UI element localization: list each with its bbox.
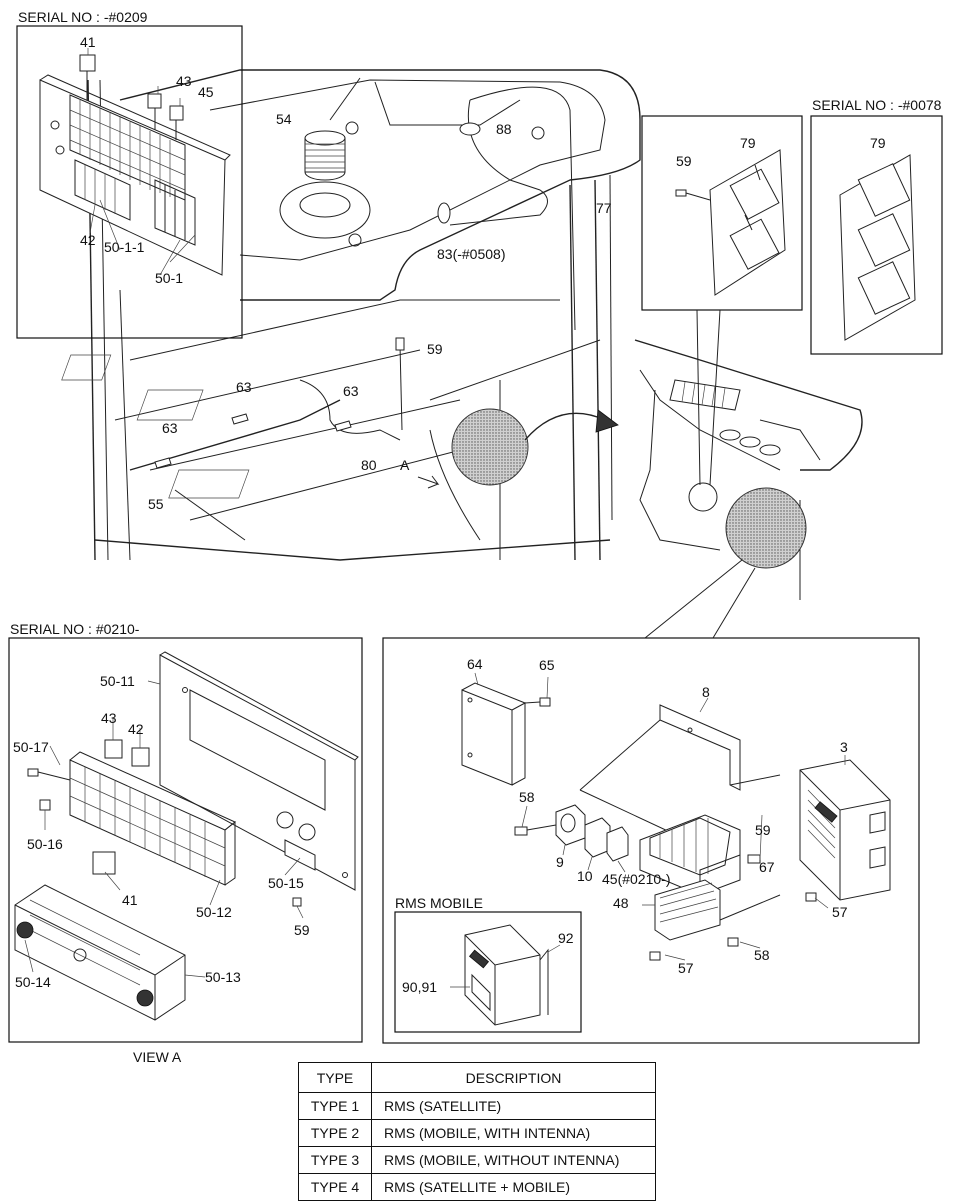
part-label: 55: [148, 496, 164, 512]
relay-41-late: [92, 851, 116, 875]
detail-box-fusebox-late: [8, 637, 363, 1043]
part-label: 42: [128, 721, 144, 737]
table-row: TYPE 4 RMS (SATELLITE + MOBILE): [298, 1173, 656, 1201]
part-label: 65: [539, 657, 555, 673]
relay-42-late: [131, 747, 150, 767]
relay-45: [606, 826, 629, 862]
part-label: 79: [870, 135, 886, 151]
table-header-description: DESCRIPTION: [371, 1062, 656, 1093]
arrow-a-label: A: [400, 457, 410, 473]
relay-9: [555, 804, 586, 846]
description-cell: RMS (MOBILE, WITHOUT INTENNA): [371, 1146, 656, 1174]
rms-type-table: TYPE DESCRIPTION TYPE 1 RMS (SATELLITE) …: [298, 1062, 656, 1201]
detail-box-controller-mid: [641, 115, 803, 311]
type-cell: TYPE 1: [298, 1092, 372, 1120]
relay-10: [584, 817, 611, 858]
part-label: 54: [276, 111, 292, 127]
fuse-block-42: [69, 94, 186, 201]
detail-box-controller-early: [810, 115, 943, 355]
part-label: 59: [676, 153, 692, 169]
part-label: 63: [162, 420, 178, 436]
part-label: 48: [613, 895, 629, 911]
relay-43-late: [104, 739, 123, 759]
part-label: 77: [596, 200, 612, 216]
part-label: 50-16: [27, 836, 63, 852]
part-label: 50-11: [100, 673, 135, 689]
type-cell: TYPE 4: [298, 1173, 372, 1201]
description-cell: RMS (MOBILE, WITH INTENNA): [371, 1119, 656, 1147]
part-label: 63: [236, 379, 252, 395]
part-label: 9: [556, 854, 564, 870]
part-label: 43: [176, 73, 192, 89]
relay-45-early: [169, 105, 184, 140]
part-label: 59: [427, 341, 443, 357]
part-label: 63: [343, 383, 359, 399]
part-label: 42: [80, 232, 96, 248]
type-cell: TYPE 2: [298, 1119, 372, 1147]
part-label: 58: [754, 947, 770, 963]
fuse-block-50-12: [69, 751, 236, 886]
part-label: 50-1-1: [104, 239, 145, 255]
part-label: 8: [702, 684, 710, 700]
part-label: 88: [496, 121, 512, 137]
rms-satellite-3: [799, 759, 891, 901]
part-label: 10: [577, 868, 593, 884]
rms-unit-64: [461, 682, 527, 786]
description-cell: RMS (SATELLITE): [371, 1092, 656, 1120]
part-label: 67: [759, 859, 775, 875]
part-label: 41: [122, 892, 138, 908]
part-label: 64: [467, 656, 483, 672]
detail-box-rms: [382, 559, 920, 1044]
part-label: 50-14: [15, 974, 51, 990]
beacon-lamp-54: [304, 130, 346, 181]
rms-mobile-caption: RMS MOBILE: [395, 895, 483, 911]
part-label: 59: [755, 822, 771, 838]
table-header-type: TYPE: [298, 1062, 372, 1093]
caption-labels: VIEW A RMS MOBILE A: [133, 457, 483, 1065]
part-label: 41: [80, 34, 96, 50]
part-label: 59: [294, 922, 310, 938]
relay-41-early: [79, 54, 96, 100]
type-cell: TYPE 3: [298, 1146, 372, 1174]
part-label: 79: [740, 135, 756, 151]
serial-label-lower-left: SERIAL NO : #0210-: [10, 621, 140, 637]
cab-rear-view: [634, 309, 863, 600]
view-a-caption: VIEW A: [133, 1049, 182, 1065]
serial-label-top-right: SERIAL NO : -#0078: [812, 97, 942, 113]
part-label: 50-12: [196, 904, 232, 920]
part-label: 50-17: [13, 739, 49, 755]
table-row: TYPE 2 RMS (MOBILE, WITH INTENNA): [298, 1119, 656, 1147]
table-row: TYPE 3 RMS (MOBILE, WITHOUT INTENNA): [298, 1146, 656, 1174]
part-label: 45: [198, 84, 214, 100]
part-label: 92: [558, 930, 574, 946]
relay-43-early: [147, 93, 162, 130]
detail-box-fusebox-early: [16, 25, 243, 339]
part-label: 50-13: [205, 969, 241, 985]
part-label: 3: [840, 739, 848, 755]
fuse-cover-50-13: [14, 884, 186, 1021]
part-label: 50-1: [155, 270, 183, 286]
terminal-block-48: [654, 879, 721, 941]
part-label: 50-15: [268, 875, 304, 891]
serial-label-top-left: SERIAL NO : -#0209: [18, 9, 148, 25]
table-header-row: TYPE DESCRIPTION: [298, 1062, 656, 1093]
part-label: 57: [678, 960, 694, 976]
rms-mobile-subbox: [394, 911, 582, 1033]
part-label: 80: [361, 457, 377, 473]
cab-assembly: [61, 69, 641, 561]
part-label: 57: [832, 904, 848, 920]
serial-labels: SERIAL NO : -#0209 SERIAL NO : -#0078 SE…: [10, 9, 942, 637]
part-label: 43: [101, 710, 117, 726]
part-label: 45(#0210-): [602, 871, 671, 887]
table-row: TYPE 1 RMS (SATELLITE): [298, 1092, 656, 1120]
part-number-labels: 41 43 45 42 50-1-1 50-1 54 88 83(-#0508)…: [13, 34, 886, 995]
part-label: 83(-#0508): [437, 246, 506, 262]
part-label: 90,91: [402, 979, 437, 995]
description-cell: RMS (SATELLITE + MOBILE): [371, 1173, 656, 1201]
part-label: 58: [519, 789, 535, 805]
